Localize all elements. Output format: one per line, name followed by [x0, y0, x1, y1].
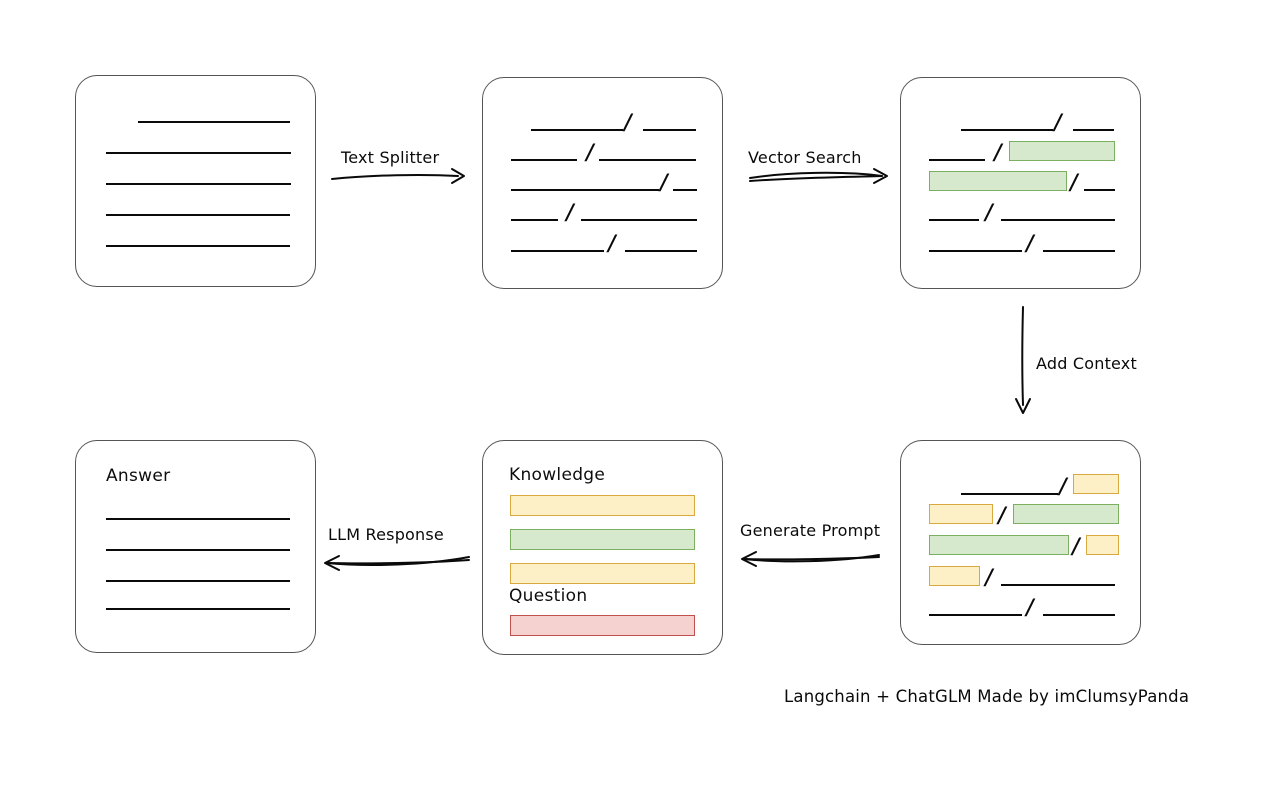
match-chip-3-green — [929, 171, 1067, 191]
chunk-slash-3: / — [660, 169, 668, 194]
match-chip-2-green — [1009, 141, 1115, 161]
ctx-chip-1-yellow — [1073, 474, 1119, 494]
ctx-slash-2: / — [998, 502, 1006, 527]
chunk-line-5b — [625, 250, 697, 252]
answer-label: Answer — [106, 466, 171, 486]
node-context-with-question[interactable]: / / / / / — [900, 440, 1141, 645]
chunk-slash-2: / — [586, 139, 594, 164]
footer-credit: Langchain + ChatGLM Made by imClumsyPand… — [784, 687, 1190, 706]
match-line-4a — [929, 219, 979, 221]
match-slash-1: / — [1054, 109, 1062, 134]
answer-line-2 — [106, 549, 290, 551]
prompt-chip-question-red — [510, 615, 695, 636]
chunk-line-3a — [511, 189, 659, 191]
ctx-line-5b — [1043, 614, 1115, 616]
arrow-vector-search — [749, 168, 888, 184]
match-line-5b — [1043, 250, 1115, 252]
arrow-label-llm-response: LLM Response — [328, 525, 444, 544]
prompt-chip-knowledge-1-yellow — [510, 495, 695, 516]
chunk-line-1b — [643, 129, 696, 131]
arrow-label-vector-search: Vector Search — [748, 148, 862, 167]
prompt-chip-knowledge-3-yellow — [510, 563, 695, 584]
arrow-label-text-splitter: Text Splitter — [341, 148, 440, 167]
ctx-chip-3-yellow — [1086, 535, 1119, 555]
prompt-knowledge-label: Knowledge — [509, 465, 606, 485]
node-source-document[interactable] — [75, 75, 316, 287]
ctx-slash-1: / — [1059, 473, 1067, 498]
match-line-2a — [929, 159, 985, 161]
ctx-chip-4-yellow — [929, 566, 980, 586]
match-line-1b — [1073, 129, 1114, 131]
match-slash-5: / — [1026, 230, 1034, 255]
chunk-line-1a — [531, 129, 623, 131]
chunk-line-5a — [511, 250, 604, 252]
chunk-line-2b — [599, 159, 696, 161]
answer-line-3 — [106, 580, 290, 582]
ctx-chip-2-yellow — [929, 504, 993, 524]
arrow-add-context — [1015, 306, 1031, 414]
arrow-label-add-context: Add Context — [1036, 354, 1137, 373]
match-slash-4: / — [985, 199, 993, 224]
doc-line-5 — [106, 245, 290, 247]
ctx-chip-2-green — [1013, 504, 1119, 524]
chunk-line-4a — [511, 219, 558, 221]
match-line-3b — [1084, 189, 1115, 191]
node-answer[interactable]: Answer — [75, 440, 316, 653]
arrow-text-splitter — [331, 168, 465, 184]
match-line-5a — [929, 250, 1022, 252]
match-slash-2: / — [994, 139, 1002, 164]
ctx-line-4b — [1001, 584, 1115, 586]
arrow-label-generate-prompt: Generate Prompt — [740, 521, 881, 540]
node-split-chunks[interactable]: / / / / / — [482, 77, 723, 289]
prompt-question-label: Question — [509, 586, 588, 606]
doc-line-2 — [106, 152, 291, 154]
answer-line-4 — [106, 608, 290, 610]
chunk-line-2a — [511, 159, 577, 161]
node-vector-matches[interactable]: / / / / / — [900, 77, 1141, 289]
ctx-line-1a — [961, 493, 1058, 495]
chunk-slash-5: / — [608, 230, 616, 255]
ctx-slash-4: / — [985, 564, 993, 589]
ctx-slash-5: / — [1026, 594, 1034, 619]
match-line-4b — [1001, 219, 1115, 221]
doc-line-1 — [138, 121, 290, 123]
doc-line-3 — [106, 183, 291, 185]
answer-line-1 — [106, 518, 290, 520]
chunk-line-3b — [673, 189, 697, 191]
chunk-slash-1: / — [624, 109, 632, 134]
ctx-chip-3-green — [929, 535, 1069, 555]
doc-line-4 — [106, 214, 290, 216]
prompt-chip-knowledge-2-green — [510, 529, 695, 550]
arrow-generate-prompt — [741, 551, 880, 567]
ctx-line-5a — [929, 614, 1022, 616]
arrow-llm-response — [324, 555, 470, 571]
node-prompt[interactable]: Knowledge Question — [482, 440, 723, 655]
match-slash-3: / — [1070, 169, 1078, 194]
chunk-line-4b — [581, 219, 697, 221]
ctx-slash-3: / — [1072, 533, 1080, 558]
match-line-1a — [961, 129, 1053, 131]
chunk-slash-4: / — [566, 199, 574, 224]
